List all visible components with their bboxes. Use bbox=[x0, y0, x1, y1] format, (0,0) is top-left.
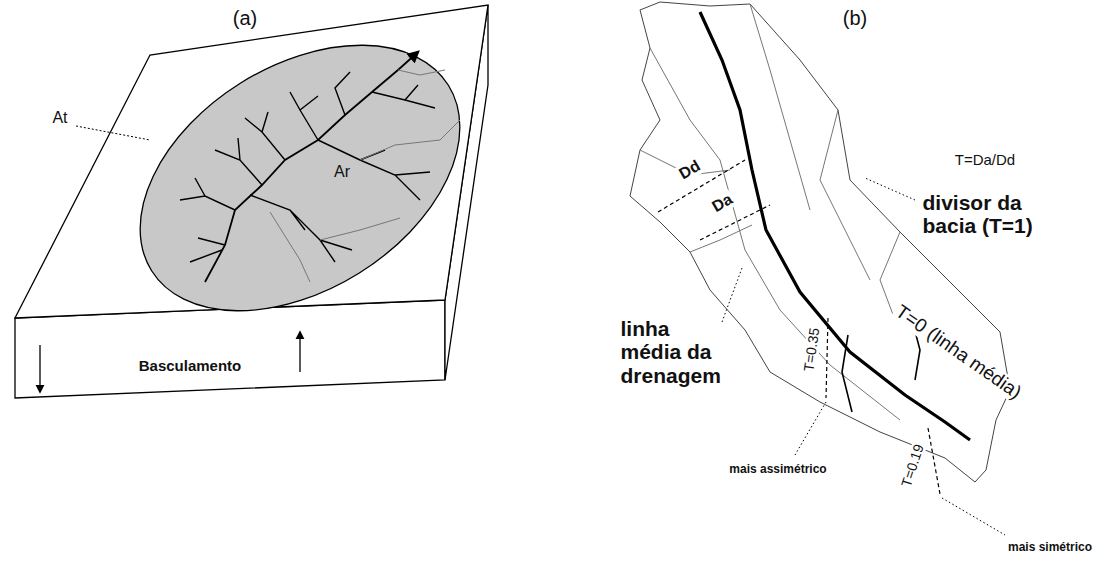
formula-label: T=Da/Dd bbox=[955, 152, 1015, 169]
note-label: mais assimétrico bbox=[729, 463, 826, 476]
index-label: T=0.35 bbox=[801, 325, 823, 375]
minor-stream bbox=[398, 70, 445, 75]
leader-line bbox=[795, 402, 826, 455]
tributary bbox=[250, 195, 352, 262]
tributary bbox=[180, 178, 235, 210]
index-label: T=0.19 bbox=[898, 441, 927, 491]
callout-label: divisor da bacia (T=1) bbox=[923, 191, 1058, 237]
area-label: Ar bbox=[334, 163, 350, 181]
callout-label: linha média da drenagem bbox=[621, 317, 736, 386]
tributary bbox=[372, 85, 435, 108]
drainage-network bbox=[180, 52, 435, 282]
sub-divide bbox=[820, 110, 870, 280]
area-label: At bbox=[52, 109, 67, 127]
tributary bbox=[335, 72, 350, 115]
tilt-label: Basculamento bbox=[139, 358, 242, 375]
leader-line bbox=[76, 126, 150, 140]
tributary bbox=[190, 238, 225, 262]
up-arrow bbox=[299, 332, 300, 372]
minor-streams bbox=[270, 70, 460, 282]
tributary bbox=[318, 140, 430, 200]
drainage-basin bbox=[92, 0, 508, 366]
distance-label: Dd bbox=[675, 156, 706, 184]
minor-stream bbox=[320, 218, 400, 240]
t035-line bbox=[826, 318, 828, 398]
note-label: mais simétrico bbox=[1008, 541, 1092, 554]
t019-line bbox=[928, 428, 940, 494]
basin-divide bbox=[630, 2, 1010, 482]
leader-line bbox=[722, 268, 742, 322]
tributary bbox=[215, 138, 262, 185]
tributary bbox=[245, 112, 285, 160]
minor-stream bbox=[270, 212, 310, 282]
measure-lines bbox=[658, 160, 940, 494]
sub-divide bbox=[750, 4, 810, 210]
da-line bbox=[700, 205, 770, 240]
index-label: T=0 (linha média) bbox=[890, 300, 1027, 405]
leader-line bbox=[865, 178, 915, 200]
down-arrow bbox=[39, 345, 40, 392]
distance-label: Da bbox=[707, 189, 737, 216]
panel-label: (a) bbox=[233, 7, 257, 29]
stream bbox=[842, 335, 852, 412]
panel-label: (b) bbox=[843, 7, 867, 29]
leader-line bbox=[942, 498, 1005, 535]
tributary bbox=[290, 92, 318, 140]
main-channel bbox=[205, 52, 418, 282]
minor-stream bbox=[360, 120, 460, 160]
